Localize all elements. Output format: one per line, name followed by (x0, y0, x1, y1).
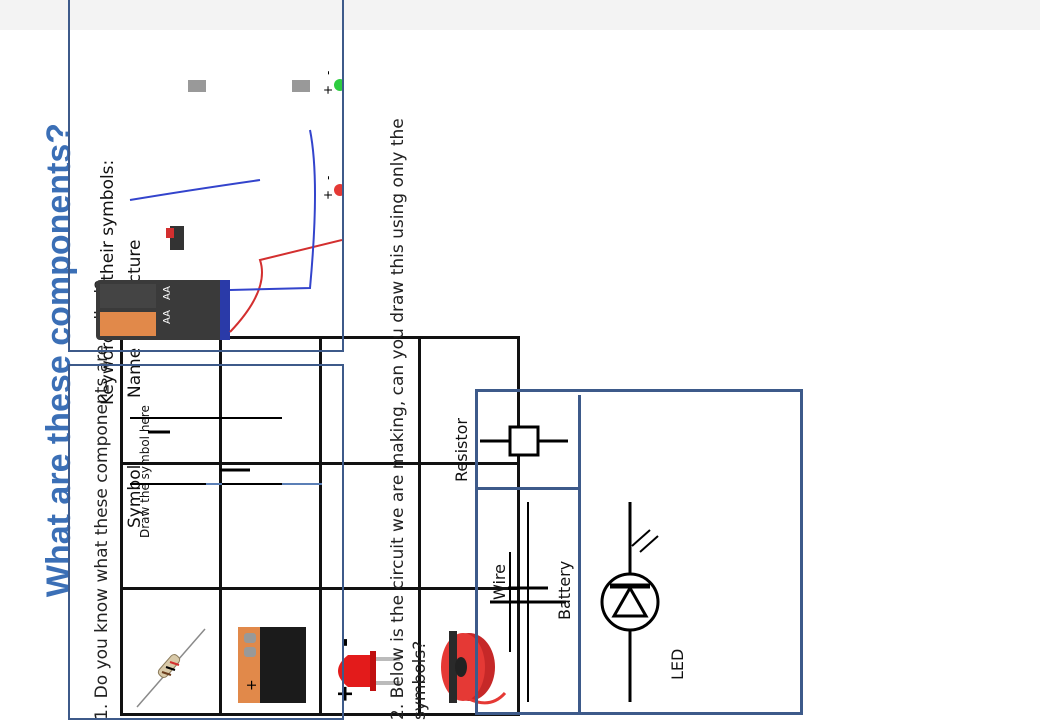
picture-cell-led: + - (320, 588, 420, 715)
wire-label: Wire (490, 564, 509, 600)
picture-cell-wire (419, 588, 519, 715)
battery-aa-label-2: AA (162, 286, 173, 300)
battery-symbol (490, 502, 566, 702)
question-2-line-1: 2. Below is the circuit we are making, c… (388, 118, 408, 720)
resistor-label: Resistor (452, 418, 471, 482)
question-2-line-2: symbols? (410, 640, 430, 720)
components-table: + + - (120, 336, 520, 716)
battery-plus: + (244, 679, 260, 691)
wire-spool-photo (440, 631, 507, 705)
battery-9v-photo: + (238, 627, 307, 703)
resistor-photo (136, 628, 206, 708)
picture-cell-resistor (121, 588, 221, 715)
drawing-box[interactable] (68, 364, 344, 720)
led-plus: + (333, 685, 358, 703)
led-photo: + - (333, 638, 400, 703)
keywords-divider-2 (478, 487, 578, 490)
led-minus: - (333, 638, 358, 647)
wire-symbol (509, 552, 511, 652)
led1-plus: + (321, 190, 335, 200)
led2-minus: - (321, 71, 335, 75)
led-symbol (600, 502, 660, 702)
led-label: LED (668, 648, 687, 680)
led2-plus: + (321, 85, 335, 95)
circuit-illustration: AA AA + - + - (96, 71, 346, 340)
led1-minus: - (321, 176, 335, 180)
circuit-photo-box: AA AA + - + - (68, 0, 346, 352)
resistor-symbol (480, 425, 568, 457)
picture-cell-battery: + (220, 588, 320, 715)
partial-circuit-drawing (130, 417, 322, 485)
battery-aa-label-1: AA (162, 310, 173, 324)
